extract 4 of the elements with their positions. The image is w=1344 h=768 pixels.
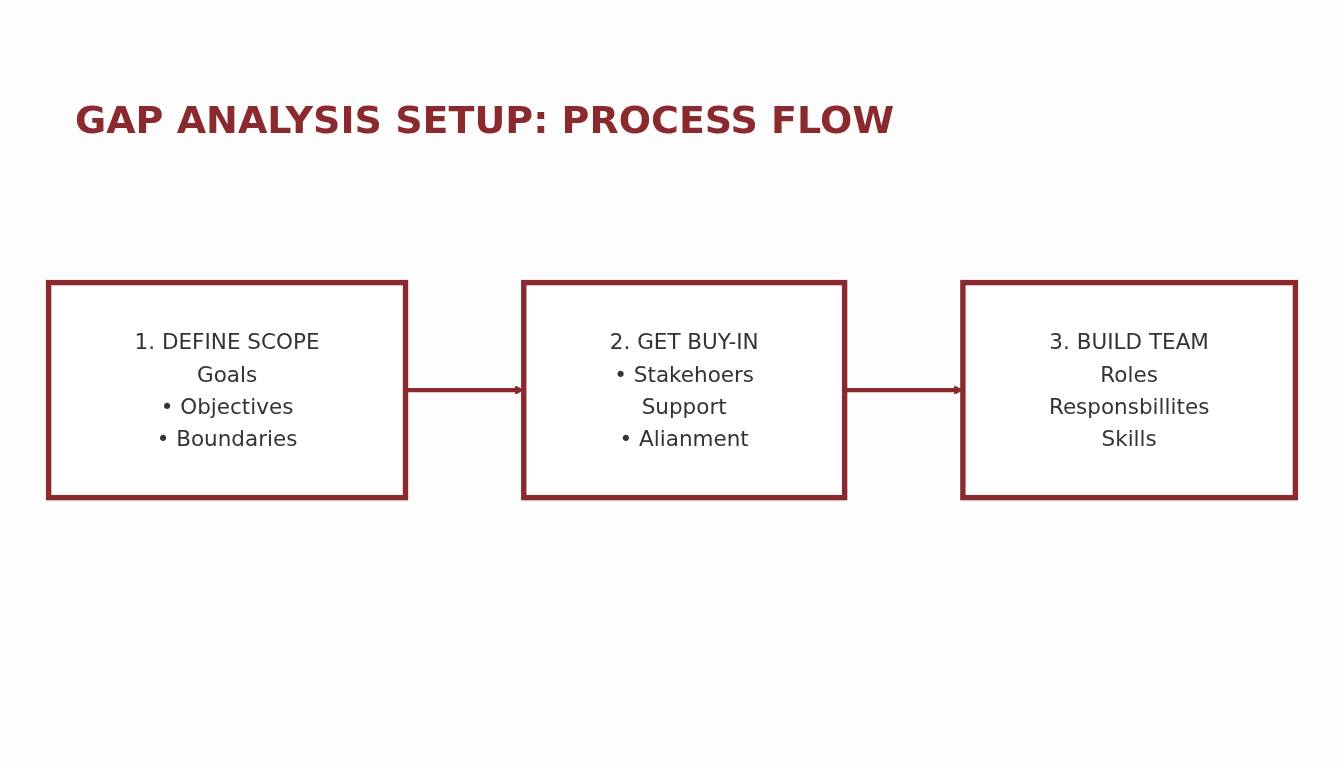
diagram-title: GAP ANALYSIS SETUP: PROCESS FLOW — [75, 98, 895, 142]
node-box: 1. DEFINE SCOPE Goals • Objectives • Boundaries — [45, 279, 409, 501]
node-box: 2. GET BUY-IN • Stakehoers Support • Alianment — [521, 279, 848, 501]
node-box: 3. BUILD TEAM Roles Responsbillites Skills — [960, 279, 1299, 501]
